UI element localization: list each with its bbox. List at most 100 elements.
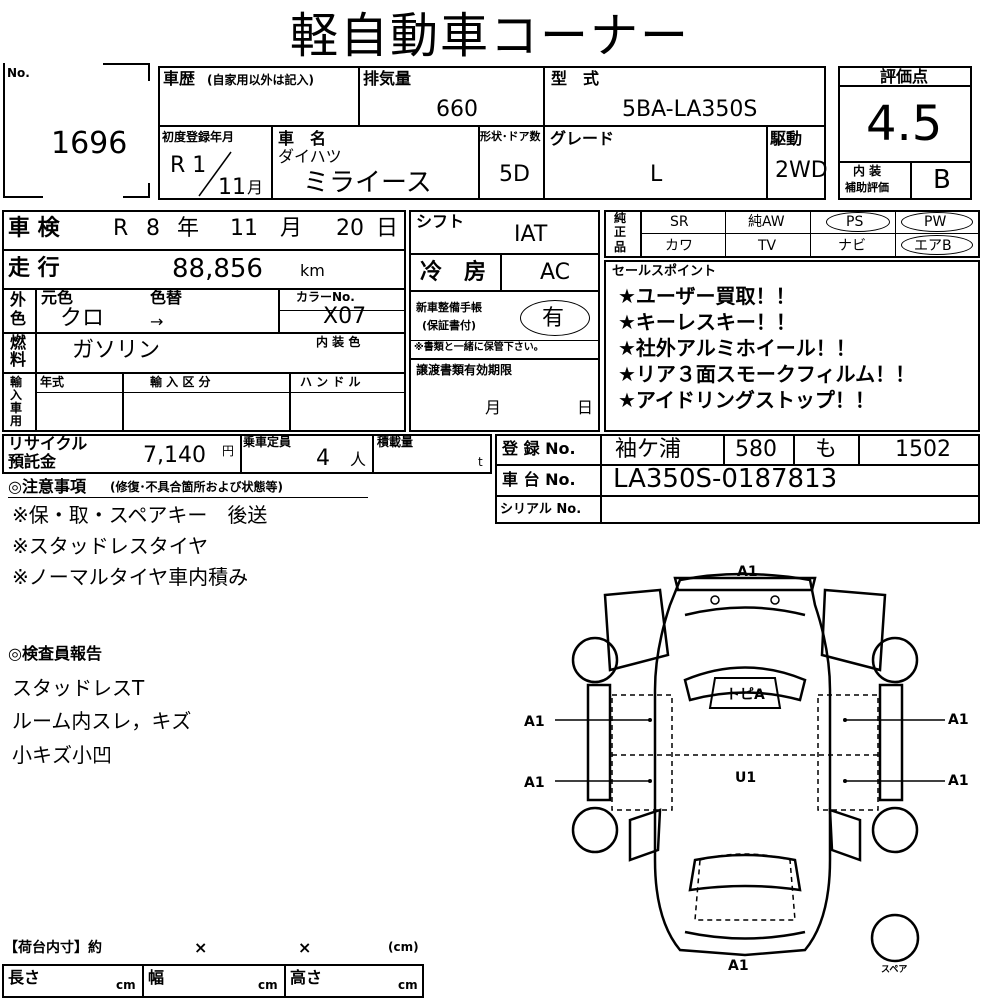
diagram-spare: スペア <box>881 964 907 975</box>
import-type-label: 輸 入 区 分 <box>150 375 211 389</box>
sales-label: セールスポイント <box>612 264 717 279</box>
diagram-top: A1 <box>737 564 758 580</box>
manual-label-1: 新車整備手帳 <box>416 301 482 314</box>
first-reg-month: 11 <box>218 175 246 200</box>
import-year-label: 年式 <box>40 375 65 389</box>
inspection-day: 20 <box>336 216 364 241</box>
import-side-2: 車 <box>10 401 23 415</box>
score-label: 評価点 <box>880 67 929 86</box>
options-side-2: 品 <box>614 240 627 254</box>
option-ps-circle <box>826 212 890 232</box>
diagram-left-2: A1 <box>524 775 545 791</box>
fuel-side-1: 燃 <box>10 333 27 352</box>
interior-color-label: 内 装 色 <box>316 335 361 349</box>
inspection-month-unit: 月 <box>280 216 303 241</box>
manual-note: ※書類と一緒に保管下さい。 <box>414 342 544 353</box>
fuel-side-2: 料 <box>10 350 27 369</box>
history-label: 車歴 <box>163 69 196 88</box>
chassis-label: 車 台 No. <box>502 470 576 489</box>
cargo-length-unit: cm <box>116 978 136 992</box>
cargo-x2: × <box>298 938 312 957</box>
interior-label-2: 補助評価 <box>845 181 889 194</box>
diagram-roof: トピA <box>726 687 765 703</box>
options-grid <box>604 210 980 258</box>
shift-label: シフト <box>416 212 465 231</box>
cargo-unit-label: (cm) <box>388 940 419 954</box>
cargo-height-unit: cm <box>398 978 418 992</box>
inspection-era: R <box>113 216 129 241</box>
note-line-2: ※ノーマルタイヤ車内積み <box>12 565 249 589</box>
color-side-2: 色 <box>10 309 27 328</box>
inspector-line-1: ルーム内スレ，キズ <box>12 709 192 733</box>
shift-value: IAT <box>514 222 548 247</box>
option-airbag-circle <box>901 235 973 255</box>
score-value: 4.5 <box>866 96 943 152</box>
color-change-label: 色替 <box>150 288 183 307</box>
cargo-grid <box>2 964 424 998</box>
option-pw-circle <box>901 212 973 232</box>
inspector-line-0: スタッドレスT <box>12 676 145 700</box>
sales-item-3: ★リア３面スモークフィルム！！ <box>618 362 916 386</box>
doors-label: 形状･ドア数 <box>480 130 541 143</box>
recycle-label-1: リサイクル <box>8 434 88 453</box>
capacity-value: 4 <box>316 446 330 471</box>
option-pw: PW <box>924 214 947 230</box>
recycle-unit: 円 <box>222 444 235 458</box>
color-orig-label: 元色 <box>41 288 74 307</box>
inspector-title: ◎検査員報告 <box>8 644 102 663</box>
inspection-year-unit: 年 <box>177 216 200 241</box>
load-label: 積載量 <box>377 435 414 449</box>
option-navi: ナビ <box>838 238 866 254</box>
model-value: 5BA-LA350S <box>622 97 758 122</box>
inspection-year: 8 <box>146 216 160 241</box>
load-unit: t <box>478 455 483 469</box>
diagram-bottom: A1 <box>728 958 749 974</box>
model-label: 型 式 <box>551 69 600 88</box>
sales-item-1: ★キーレスキー！！ <box>618 310 796 334</box>
inspection-label: 車 検 <box>8 216 60 241</box>
first-reg-slash <box>198 151 232 197</box>
inspection-month: 11 <box>230 216 258 241</box>
serial-label: シリアル No. <box>500 502 582 517</box>
color-arrow: → <box>150 312 164 331</box>
import-side-0: 輸 <box>10 375 23 389</box>
chassis-value: LA350S-0187813 <box>613 464 838 494</box>
name-maker: ダイハツ <box>278 147 342 166</box>
ac-value: AC <box>540 260 571 285</box>
first-reg-month-unit: 月 <box>247 178 264 197</box>
cargo-height-label: 高さ <box>290 968 323 987</box>
page-title: 軽自動車コーナー <box>290 8 691 64</box>
lot-no-label: No. <box>7 66 30 80</box>
import-side-1: 入 <box>10 388 23 402</box>
sales-item-0: ★ユーザー買取！！ <box>618 284 796 308</box>
notes-subtitle: (修復･不具合箇所および状態等) <box>110 480 283 494</box>
left-mid-grid <box>2 210 406 432</box>
interior-label-1: 内 装 <box>853 164 882 178</box>
mileage-unit: km <box>300 261 325 280</box>
vehicle-info-grid <box>158 66 826 200</box>
cargo-width-label: 幅 <box>148 968 165 987</box>
option-airbag: エアB <box>914 238 952 254</box>
manual-value: 有 <box>542 306 565 331</box>
import-handle-label: ハ ン ド ル <box>300 375 361 389</box>
drive-label: 駆動 <box>770 129 803 148</box>
grade-label: グレード <box>550 129 615 148</box>
cargo-x1: × <box>194 938 208 957</box>
diagram-right-2: A1 <box>948 773 969 789</box>
lot-box: No. 1696 <box>3 63 150 198</box>
mileage-label: 走 行 <box>8 256 60 281</box>
capacity-label: 乗車定員 <box>243 435 292 449</box>
option-aw: 純AW <box>748 214 785 230</box>
transfer-day-unit: 日 <box>577 398 594 417</box>
sales-item-2: ★社外アルミホイール！！ <box>618 336 856 360</box>
score-box <box>838 66 972 200</box>
option-tv: TV <box>758 238 777 254</box>
option-sr: SR <box>670 214 689 230</box>
displacement-label: 排気量 <box>363 69 412 88</box>
cargo-width-unit: cm <box>258 978 278 992</box>
interior-value: B <box>933 165 951 195</box>
registration-kana: も <box>815 437 838 462</box>
name-value: ミライース <box>303 168 432 198</box>
diagram-left-1: A1 <box>524 714 545 730</box>
registration-label: 登 録 No. <box>502 439 576 458</box>
